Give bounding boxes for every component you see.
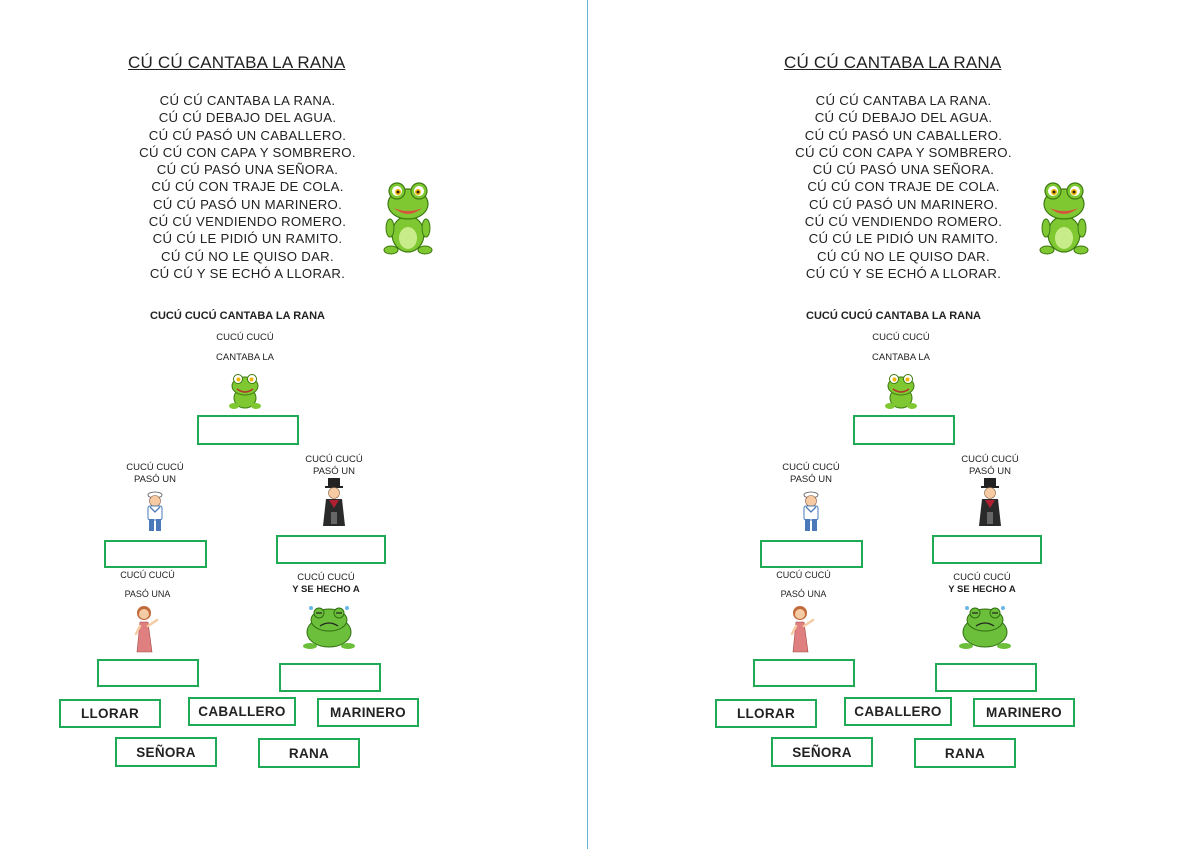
worksheet-title: CÚ CÚ CANTABA LA RANA (128, 53, 346, 72)
sailor-verse-line2: PASÓ UN (133, 474, 177, 485)
poem-line: CÚ CÚ PASÓ UN MARINERO. (152, 196, 343, 212)
poem-line: CÚ CÚ NO LE QUISO DAR. (817, 248, 990, 264)
sailor-verse-line2: PASÓ UN (789, 474, 833, 485)
frog-icon (383, 182, 433, 255)
gentleman-verse-line1: CUCÚ CUCÚ (305, 454, 363, 465)
poem-line: CÚ CÚ CON TRAJE DE COLA. (151, 179, 344, 195)
gentleman-icon (979, 478, 1001, 526)
sailor-icon (803, 491, 819, 531)
frog-icon (885, 374, 917, 409)
crying-verse-line2: Y SE HECHO A (292, 584, 360, 595)
crying-verse-line1: CUCÚ CUCÚ (297, 572, 355, 583)
lady-icon (134, 606, 159, 653)
word-card-llorar[interactable]: LLORAR (715, 699, 817, 728)
gentleman-verse-line2: PASÓ UN (312, 466, 356, 477)
answer-box-senora[interactable] (97, 659, 199, 687)
exercise-title: CUCÚ CUCÚ CANTABA LA RANA (806, 310, 981, 322)
poem-line: CÚ CÚ VENDIENDO ROMERO. (804, 214, 1003, 230)
word-card-marinero[interactable]: MARINERO (973, 698, 1075, 727)
poem-line: CÚ CÚ PASÓ UN MARINERO. (808, 196, 999, 212)
word-card-llorar[interactable]: LLORAR (59, 699, 161, 728)
poem-line: CÚ CÚ PASÓ UN CABALLERO. (148, 127, 347, 143)
answer-box-marinero[interactable] (760, 540, 863, 568)
top-verse-line1: CUCÚ CUCÚ (216, 332, 274, 343)
poem-line: CÚ CÚ LE PIDIÓ UN RAMITO. (808, 231, 999, 247)
frog-icon (229, 374, 261, 409)
poem-line: CÚ CÚ Y SE ECHÓ A LLORAR. (149, 265, 346, 281)
poem: CÚ CÚ CANTABA LA RANA. CÚ CÚ DEBAJO DEL … (120, 92, 375, 282)
poem-line: CÚ CÚ PASÓ UNA SEÑORA. (156, 162, 339, 178)
crying-frog-icon (959, 606, 1011, 649)
poem-line: CÚ CÚ Y SE ECHÓ A LLORAR. (805, 265, 1002, 281)
sailor-icon (147, 491, 163, 531)
poem-line: CÚ CÚ PASÓ UNA SEÑORA. (812, 162, 995, 178)
poem-line: CÚ CÚ NO LE QUISO DAR. (161, 248, 334, 264)
sailor-verse-line1: CUCÚ CUCÚ (126, 462, 184, 473)
poem-line: CÚ CÚ CON TRAJE DE COLA. (807, 179, 1000, 195)
worksheet-left: CÚ CÚ CANTABA LA RANA CÚ CÚ CANTABA LA R… (0, 0, 586, 849)
sailor-verse-line1: CUCÚ CUCÚ (782, 462, 840, 473)
crying-verse-line1: CUCÚ CUCÚ (953, 572, 1011, 583)
word-card-caballero[interactable]: CABALLERO (844, 697, 952, 726)
gentleman-verse-line1: CUCÚ CUCÚ (961, 454, 1019, 465)
top-verse-line2: CANTABA LA (872, 352, 930, 363)
answer-box-caballero[interactable] (276, 535, 386, 564)
word-card-senora[interactable]: SEÑORA (771, 737, 873, 767)
lady-verse-line2: PASÓ UNA (780, 589, 827, 599)
answer-box-marinero[interactable] (104, 540, 207, 568)
poem-line: CÚ CÚ DEBAJO DEL AGUA. (814, 110, 993, 126)
answer-box-rana[interactable] (197, 415, 299, 445)
gentleman-verse-line2: PASÓ UN (968, 466, 1012, 477)
answer-box-caballero[interactable] (932, 535, 1042, 564)
gentleman-icon (323, 478, 345, 526)
poem-line: CÚ CÚ CANTABA LA RANA. (159, 93, 336, 108)
poem-line: CÚ CÚ VENDIENDO ROMERO. (148, 214, 347, 230)
worksheet-title: CÚ CÚ CANTABA LA RANA (784, 53, 1002, 72)
poem-line: CÚ CÚ LE PIDIÓ UN RAMITO. (152, 231, 343, 247)
word-card-senora[interactable]: SEÑORA (115, 737, 217, 767)
lady-verse-line1: CUCÚ CUCÚ (120, 570, 175, 580)
crying-frog-icon (303, 606, 355, 649)
answer-box-rana[interactable] (853, 415, 955, 445)
page-divider (587, 0, 588, 849)
lady-verse-line1: CUCÚ CUCÚ (776, 570, 831, 580)
frog-icon (1039, 182, 1089, 255)
exercise-title: CUCÚ CUCÚ CANTABA LA RANA (150, 310, 325, 322)
lady-verse-line2: PASÓ UNA (124, 589, 171, 599)
crying-verse-line2: Y SE HECHO A (948, 584, 1016, 595)
lady-icon (790, 606, 815, 653)
word-card-rana[interactable]: RANA (914, 738, 1016, 768)
poem-line: CÚ CÚ PASÓ UN CABALLERO. (804, 127, 1003, 143)
word-card-caballero[interactable]: CABALLERO (188, 697, 296, 726)
top-verse-line2: CANTABA LA (216, 352, 274, 363)
answer-box-llorar[interactable] (935, 663, 1037, 692)
word-card-marinero[interactable]: MARINERO (317, 698, 419, 727)
poem-line: CÚ CÚ CON CAPA Y SOMBRERO. (795, 144, 1012, 160)
poem-line: CÚ CÚ DEBAJO DEL AGUA. (158, 110, 337, 126)
poem-line: CÚ CÚ CANTABA LA RANA. (815, 93, 992, 108)
top-verse-line1: CUCÚ CUCÚ (872, 332, 930, 343)
answer-box-llorar[interactable] (279, 663, 381, 692)
word-card-rana[interactable]: RANA (258, 738, 360, 768)
poem: CÚ CÚ CANTABA LA RANA. CÚ CÚ DEBAJO DEL … (776, 92, 1031, 282)
poem-line: CÚ CÚ CON CAPA Y SOMBRERO. (139, 144, 356, 160)
worksheet-right: CÚ CÚ CANTABA LA RANA CÚ CÚ CANTABA LA R… (656, 0, 1200, 849)
answer-box-senora[interactable] (753, 659, 855, 687)
